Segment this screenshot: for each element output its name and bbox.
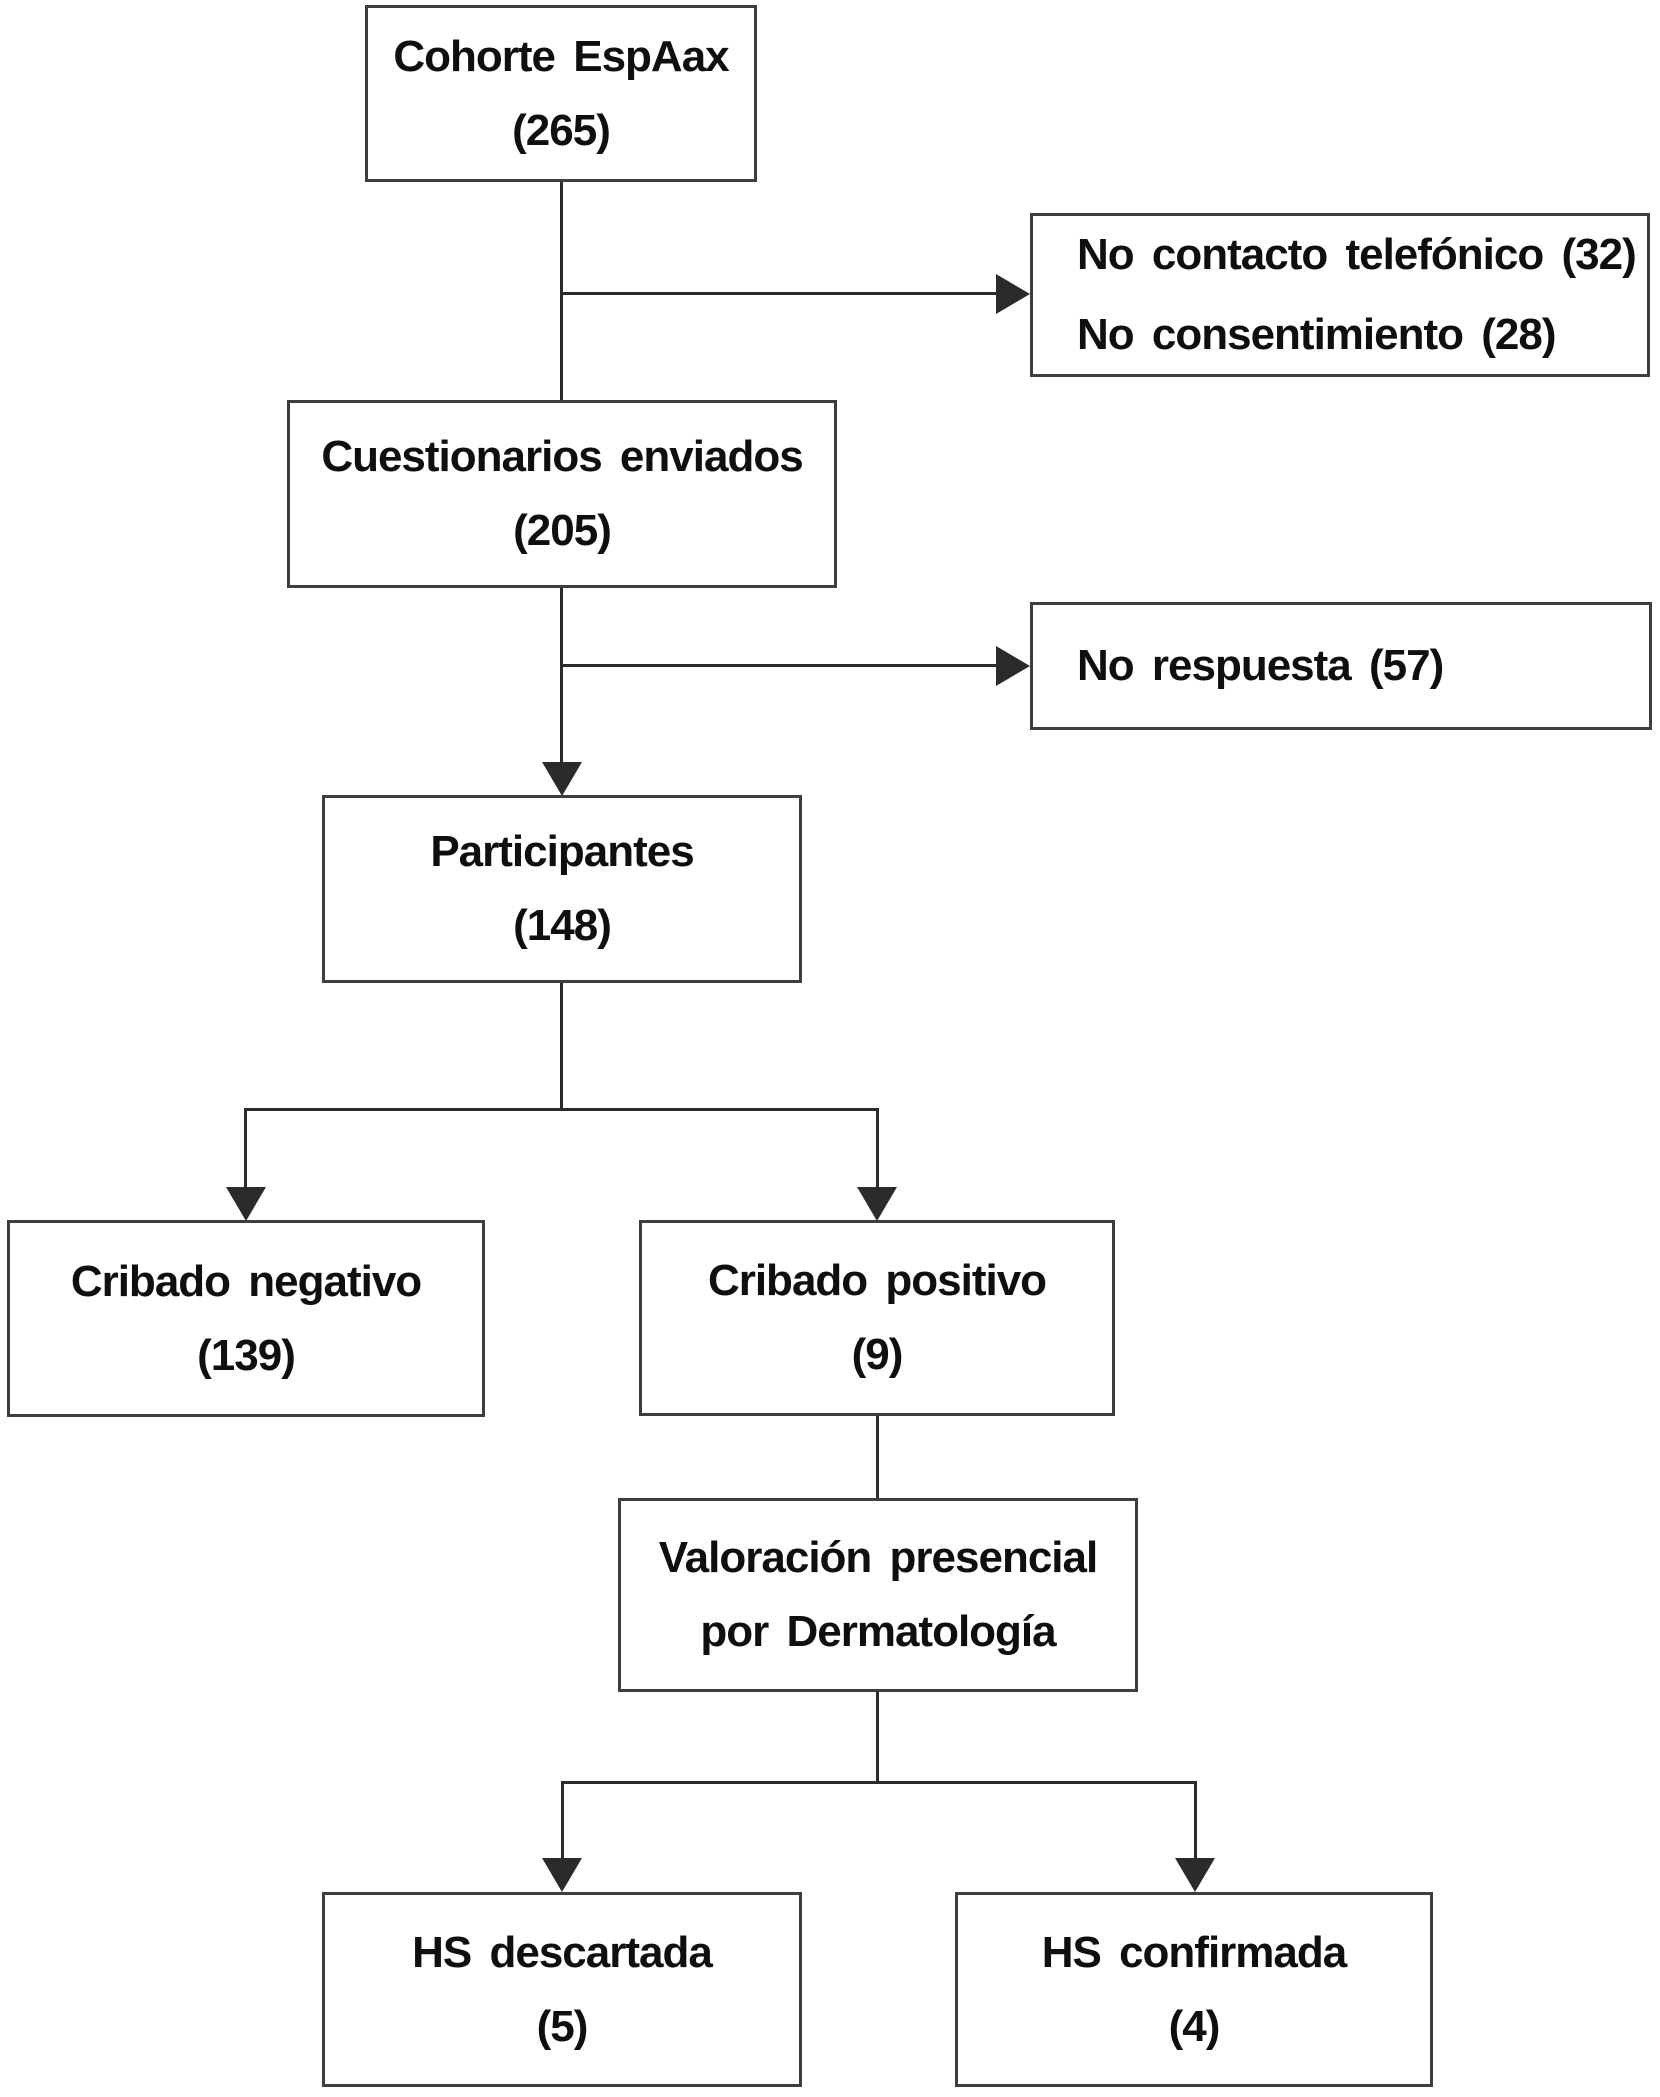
arrowhead-no-respuesta-icon [996,646,1030,686]
connector-split-hs [561,1781,1197,1784]
node-count: (5) [536,2001,589,2051]
node-cribado-positivo: Cribado positivo (9) [639,1220,1115,1416]
node-participantes: Participantes (148) [322,795,802,983]
node-label: No contacto telefónico (32) [1077,230,1637,279]
connector-cuestionarios-no-respuesta [561,664,1000,667]
connector-cribado-positivo-valoracion [876,1414,879,1500]
node-label: HS confirmada [1041,1927,1348,1977]
node-cuestionarios-enviados: Cuestionarios enviados (205) [287,400,837,588]
node-label: Cohorte EspAax [393,31,729,81]
node-count: (265) [512,105,611,155]
node-label-2: No consentimiento (28) [1077,310,1556,359]
node-label-2: por Dermatología [700,1607,1056,1656]
node-no-contacto: No contacto telefónico (32) No consentim… [1030,213,1650,377]
connector-cohorte-cuestionarios [560,180,563,402]
node-count: (4) [1168,2001,1221,2051]
node-count: (9) [851,1330,904,1379]
connector-split-hs-descartada [561,1781,564,1859]
arrowhead-participantes-icon [542,762,582,796]
arrowhead-cribado-positivo-icon [857,1187,897,1221]
node-label: Cribado negativo [70,1256,422,1306]
node-cribado-negativo: Cribado negativo (139) [7,1220,485,1417]
node-label: HS descartada [412,1927,713,1977]
node-label: Participantes [430,827,694,876]
connector-valoracion-split [876,1690,879,1784]
connector-participantes-split [560,981,563,1111]
node-label: Cuestionarios enviados [321,432,803,481]
arrowhead-hs-confirmada-icon [1175,1858,1215,1892]
node-hs-confirmada: HS confirmada (4) [955,1892,1433,2087]
node-label: No respuesta (57) [1077,641,1444,690]
arrowhead-cribado-negativo-icon [226,1187,266,1221]
connector-split-cribado [244,1108,879,1111]
node-label: Cribado positivo [707,1256,1047,1305]
node-valoracion-dermatologia: Valoración presencial por Dermatología [618,1498,1138,1692]
node-label: Valoración presencial [658,1533,1098,1582]
arrowhead-no-contacto-icon [996,274,1030,314]
node-cohorte-espaax: Cohorte EspAax (265) [365,5,757,182]
connector-split-cribado-positivo [876,1108,879,1188]
connector-split-cribado-negativo [244,1108,247,1188]
node-no-respuesta: No respuesta (57) [1030,602,1652,730]
connector-split-hs-confirmada [1194,1781,1197,1859]
node-hs-descartada: HS descartada (5) [322,1892,802,2087]
node-count: (148) [513,901,612,950]
connector-cuestionarios-participantes [560,586,563,764]
node-count: (139) [197,1330,296,1380]
arrowhead-hs-descartada-icon [542,1858,582,1892]
node-count: (205) [513,506,612,555]
connector-cohorte-no-contacto [561,292,1000,295]
